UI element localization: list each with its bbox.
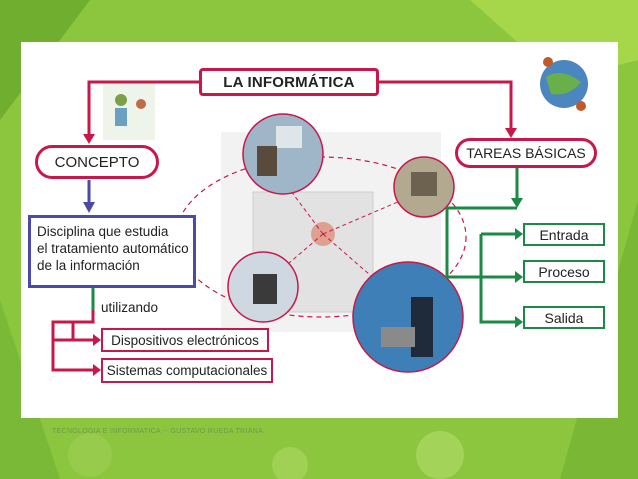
clipart-people-icon [103,82,155,140]
sistemas-node: Sistemas computacionales [101,358,273,383]
tareas-basicas-node: TAREAS BÁSICAS [455,138,597,168]
connector-title-concepto [87,80,199,140]
spoke-2 [322,191,422,235]
definicion-line-2: el tratamiento automático [37,241,189,256]
photo-office-group [393,156,455,218]
definicion-line-1: Disciplina que estudia [37,224,169,239]
concepto-node: CONCEPTO [35,145,159,179]
diagram-connectors [51,57,588,376]
tarea-entrada-node: Entrada [523,223,605,246]
definicion-line-3: de la información [37,258,140,273]
photo-businessman [227,251,299,323]
slide-footer: TECNOLOGIA E INFORMATICA -- GUSTAVO RUED… [52,428,264,435]
definicion-node: Disciplina que estudia el tratamiento au… [28,215,196,288]
photo-laptop-man [352,261,464,373]
connector-medios [51,310,95,372]
tarea-salida-node: Salida [523,306,605,329]
connector-title-tareas [379,80,513,134]
connector-tareas-bracket [445,208,517,279]
tarea-proceso-node: Proceso [523,260,605,283]
utilizando-label: utilizando [101,300,159,315]
diagram-title: LA INFORMÁTICA [199,68,379,96]
diagram-slide: LA INFORMÁTICA CONCEPTO TAREAS BÁSICAS D… [21,42,618,418]
dispositivos-node: Dispositivos electrónicos [101,328,269,352]
photo-computer-user [242,113,324,195]
globe-icon [540,57,588,111]
